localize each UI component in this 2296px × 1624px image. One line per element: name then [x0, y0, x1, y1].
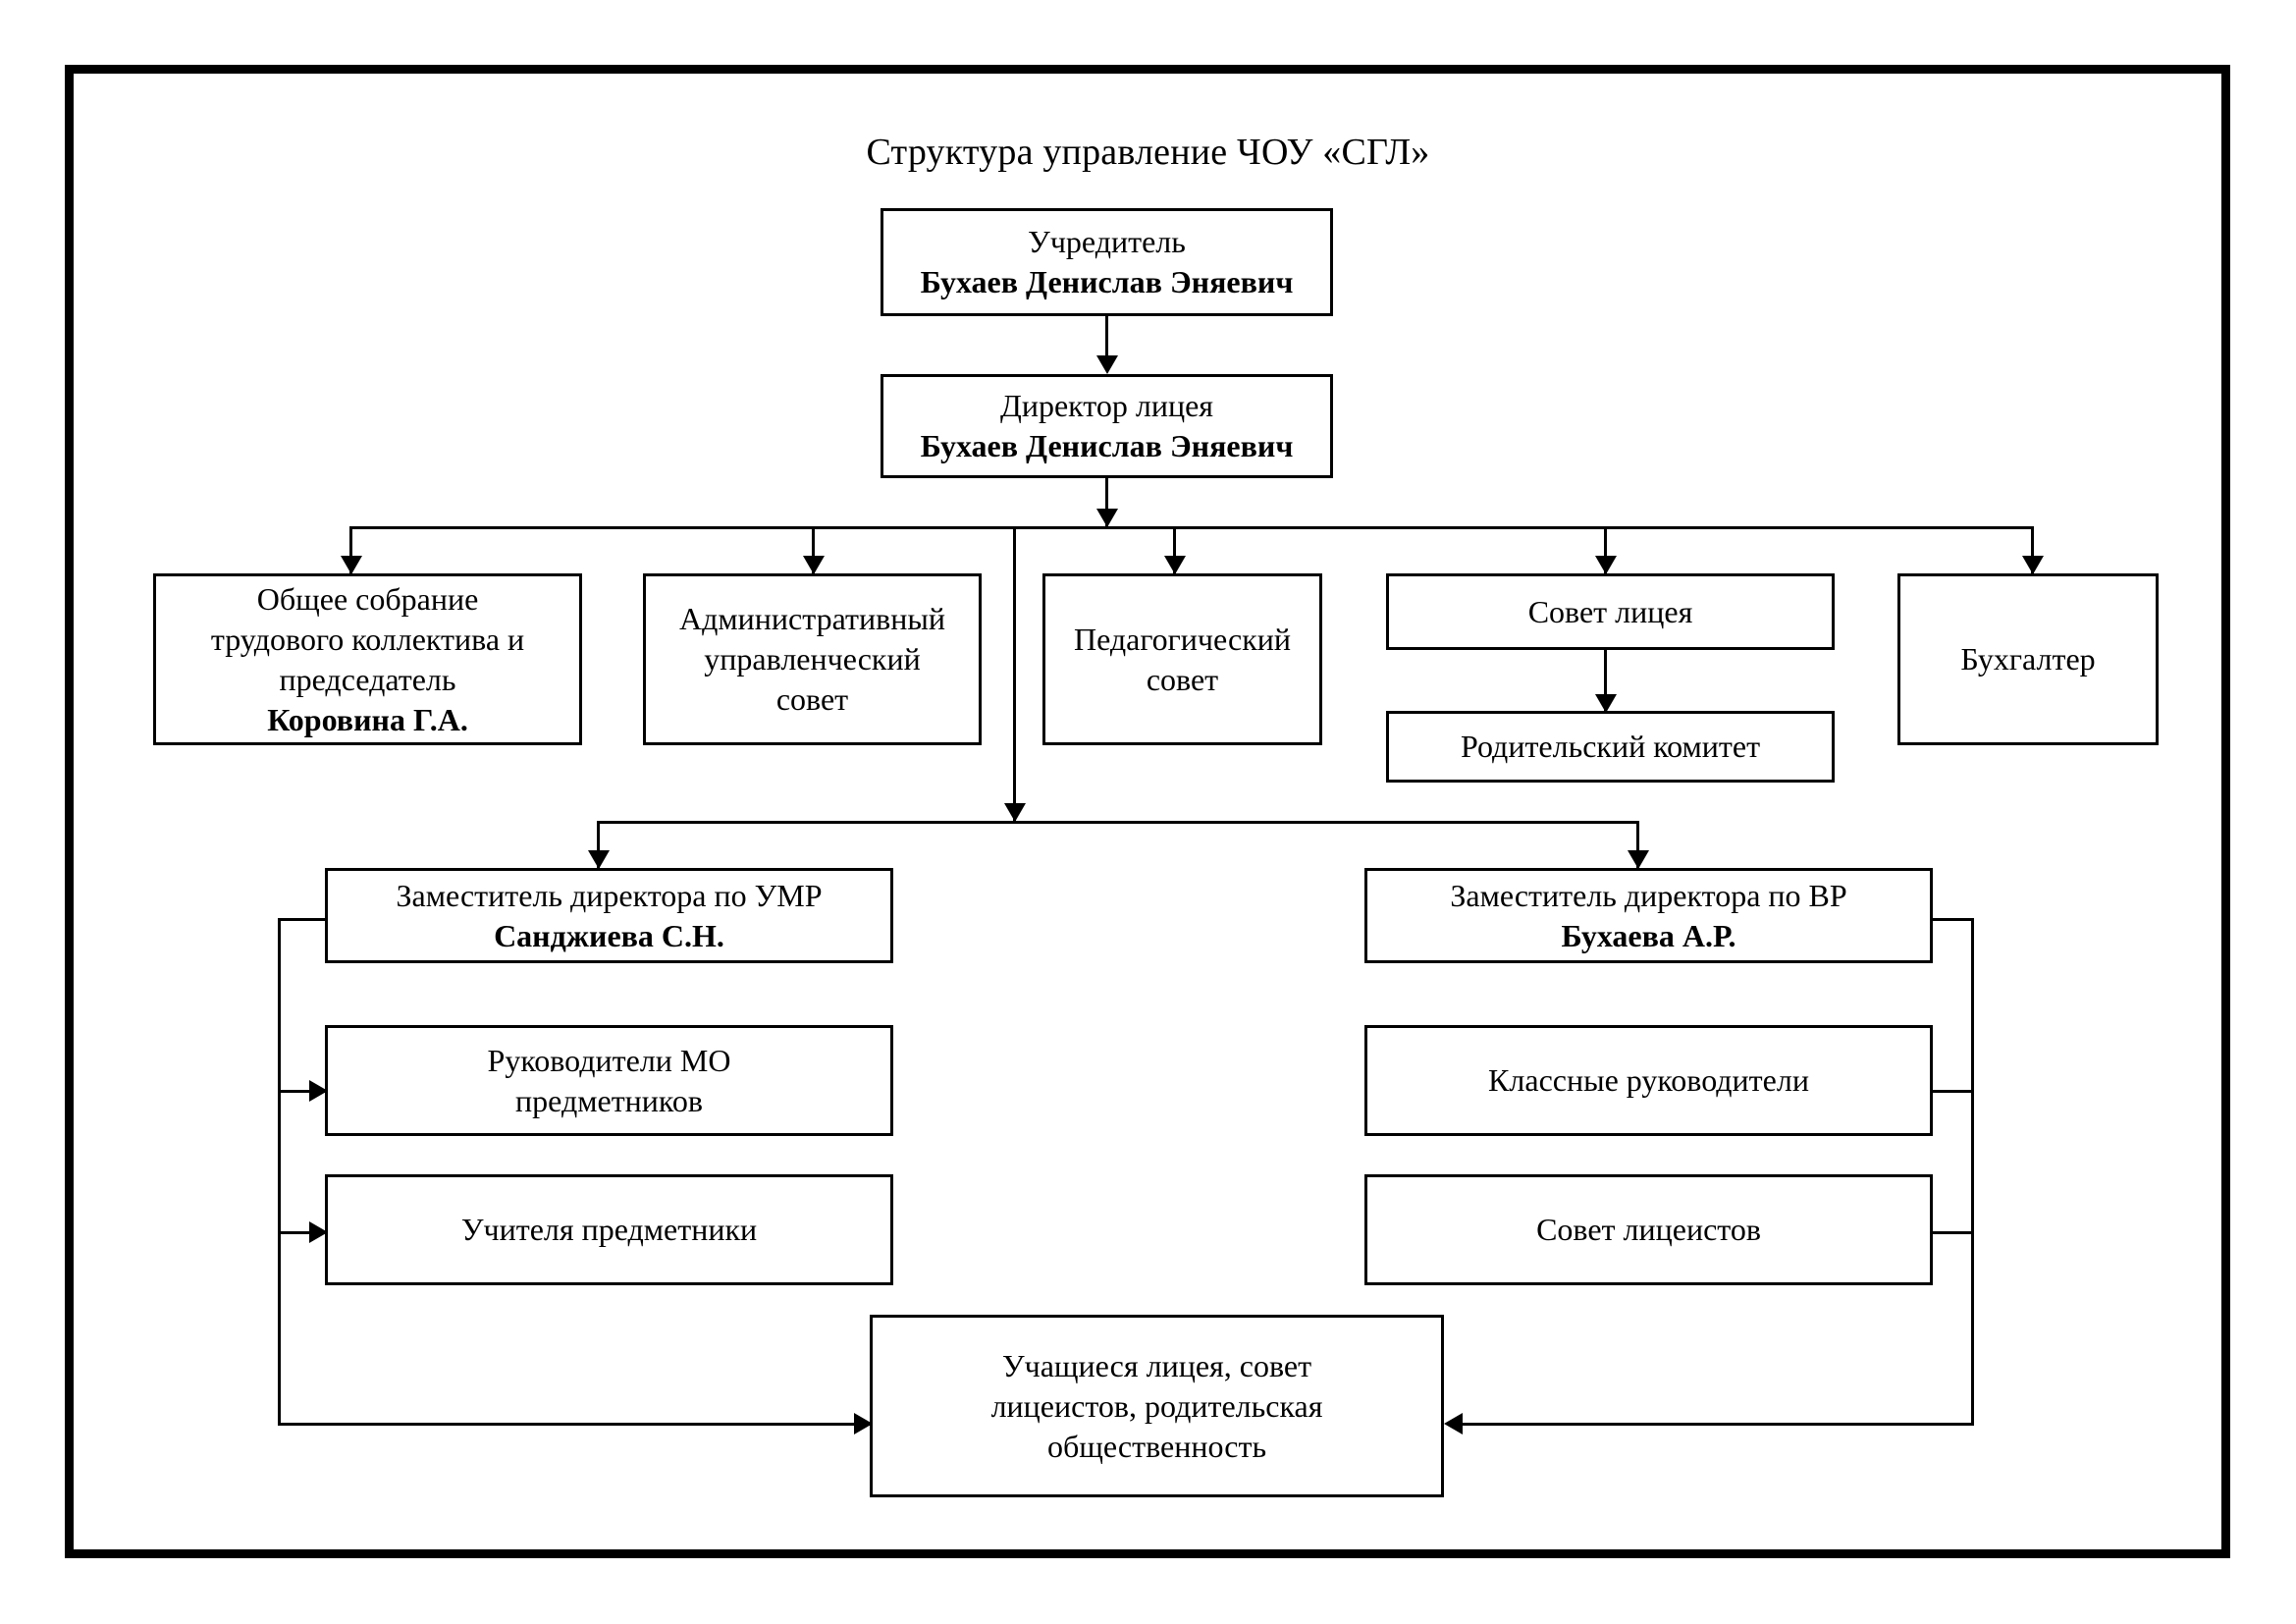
- edge-to-deputy-vr: [1636, 821, 1639, 869]
- arrow-deputy-vr-to-students-icon: [1444, 1413, 1463, 1435]
- edge-to-admin-council: [812, 526, 815, 573]
- node-general-assembly-line-1: Общее собрание: [256, 580, 479, 617]
- arrow-to-deputy-vr-icon: [1628, 850, 1649, 869]
- node-admin-council[interactable]: Административный управленческий совет: [643, 573, 982, 745]
- arrow-founder-to-director-icon: [1096, 355, 1118, 374]
- edge-director-trunk: [1105, 478, 1108, 529]
- node-lyceum-council[interactable]: Совет лицея: [1386, 573, 1835, 650]
- edge-to-general-assembly: [349, 526, 352, 573]
- node-mo-heads[interactable]: Руководители МО предметников: [325, 1025, 893, 1136]
- node-pedagogical-council-line-2: совет: [1146, 661, 1219, 697]
- node-subject-teachers-line-1: Учителя предметники: [460, 1212, 758, 1247]
- node-accountant[interactable]: Бухгалтер: [1897, 573, 2159, 745]
- arrow-deputy-umr-to-mo-heads-icon: [309, 1080, 328, 1102]
- node-mo-heads-line-2: предметников: [515, 1082, 703, 1118]
- node-founder-line-1: Учредитель: [1028, 224, 1186, 259]
- page-border-frame: [65, 65, 2230, 1558]
- node-class-teachers-line-1: Классные руководители: [1488, 1062, 1809, 1098]
- node-lyceum-council-line-1: Совет лицея: [1527, 593, 1693, 629]
- edge-deputy-vr-spine: [1971, 918, 1974, 1426]
- edge-deputy-vr-to-students: [1463, 1423, 1974, 1426]
- arrow-to-admin-council-icon: [803, 556, 825, 574]
- node-director-line-2: Бухаев Денислав Эняевич: [920, 428, 1294, 463]
- node-student-council-line-1: Совет лицеистов: [1536, 1212, 1761, 1247]
- node-class-teachers[interactable]: Классные руководители: [1364, 1025, 1933, 1136]
- node-general-assembly-line-2: трудового коллектива и: [210, 621, 525, 657]
- node-parent-committee[interactable]: Родительский комитет: [1386, 711, 1835, 783]
- node-students-parents-line-2: лицеистов, родительская: [990, 1387, 1323, 1424]
- arrow-to-accountant-icon: [2022, 556, 2044, 574]
- edge-deputy-umr-to-subject-teachers: [278, 1231, 325, 1234]
- edge-lyceum-council-to-parent-committee: [1604, 650, 1607, 712]
- arrow-deputy-umr-to-subject-teachers-icon: [309, 1221, 328, 1243]
- edge-deputy-vr-spine-top: [1930, 918, 1974, 921]
- node-director[interactable]: Директор лицея Бухаев Денислав Эняевич: [881, 374, 1333, 478]
- node-general-assembly-line-4: Коровина Г.А.: [267, 701, 468, 737]
- edge-to-lyceum-council: [1604, 526, 1607, 573]
- edge-to-accountant: [2031, 526, 2034, 573]
- edge-deputy-umr-to-mo-heads: [278, 1090, 325, 1093]
- arrow-lyceum-council-to-parent-committee-icon: [1595, 694, 1617, 713]
- node-deputy-vr[interactable]: Заместитель директора по ВР Бухаева А.Р.: [1364, 868, 1933, 963]
- edge-deputy-vr-to-student-council: [1924, 1231, 1974, 1234]
- edge-level2-distribution-bar: [349, 526, 2034, 529]
- node-student-council[interactable]: Совет лицеистов: [1364, 1174, 1933, 1285]
- node-admin-council-line-1: Административный: [679, 601, 945, 636]
- node-mo-heads-line-1: Руководители МО: [487, 1042, 731, 1078]
- node-general-assembly-line-3: председатель: [279, 661, 456, 697]
- node-students-parents-line-3: общественность: [1046, 1428, 1267, 1464]
- arrow-to-pedagogical-council-icon: [1164, 556, 1186, 574]
- arrow-director-trunk-icon: [1096, 509, 1118, 527]
- edge-deputy-umr-to-students: [278, 1423, 870, 1426]
- arrow-director-trunk-lower-icon: [1004, 803, 1026, 822]
- node-subject-teachers[interactable]: Учителя предметники: [325, 1174, 893, 1285]
- page-title: Структура управление ЧОУ «СГЛ»: [866, 132, 1430, 173]
- edge-to-deputy-umr: [597, 821, 600, 869]
- node-founder[interactable]: Учредитель Бухаев Денислав Эняевич: [881, 208, 1333, 316]
- node-admin-council-line-2: управленческий: [704, 641, 921, 677]
- node-parent-committee-line-1: Родительский комитет: [1460, 729, 1761, 764]
- edge-deputy-umr-spine-top: [278, 918, 328, 921]
- edge-to-pedagogical-council: [1173, 526, 1176, 573]
- edge-level3-distribution-bar: [597, 821, 1639, 824]
- arrow-to-general-assembly-icon: [341, 556, 362, 574]
- node-deputy-umr-line-2: Санджиева С.Н.: [494, 917, 724, 953]
- node-deputy-vr-line-1: Заместитель директора по ВР: [1450, 877, 1847, 913]
- node-pedagogical-council-line-1: Педагогический: [1073, 621, 1292, 657]
- node-founder-line-2: Бухаев Денислав Эняевич: [920, 264, 1294, 299]
- node-deputy-umr[interactable]: Заместитель директора по УМР Санджиева С…: [325, 868, 893, 963]
- node-deputy-vr-line-2: Бухаева А.Р.: [1561, 917, 1736, 953]
- arrow-to-lyceum-council-icon: [1595, 556, 1617, 574]
- node-students-parents[interactable]: Учащиеся лицея, совет лицеистов, родител…: [870, 1315, 1444, 1497]
- arrow-deputy-umr-to-students-icon: [854, 1413, 873, 1435]
- edge-deputy-umr-spine: [278, 918, 281, 1426]
- node-deputy-umr-line-1: Заместитель директора по УМР: [396, 877, 823, 913]
- node-admin-council-line-3: совет: [775, 681, 849, 717]
- node-students-parents-line-1: Учащиеся лицея, совет: [1001, 1347, 1312, 1383]
- edge-deputy-vr-to-class-teachers: [1924, 1090, 1974, 1093]
- node-general-assembly[interactable]: Общее собрание трудового коллектива и пр…: [153, 573, 582, 745]
- node-accountant-line-1: Бухгалтер: [1960, 641, 2096, 677]
- arrow-to-deputy-umr-icon: [588, 850, 610, 869]
- edge-founder-to-director: [1105, 316, 1108, 369]
- node-pedagogical-council[interactable]: Педагогический совет: [1042, 573, 1322, 745]
- node-director-line-1: Директор лицея: [1000, 388, 1213, 423]
- edge-director-trunk-lower: [1013, 526, 1016, 821]
